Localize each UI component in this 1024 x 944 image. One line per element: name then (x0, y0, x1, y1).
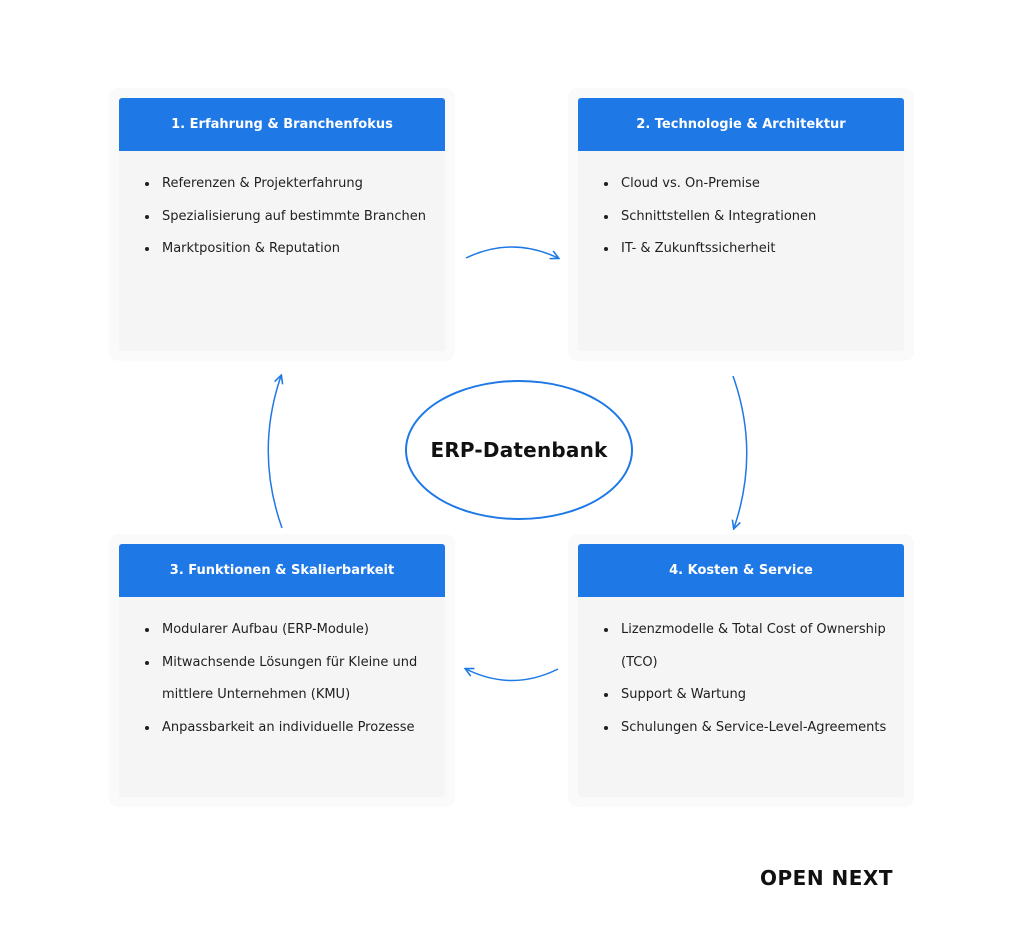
card-list: Lizenzmodelle & Total Cost of Ownership … (578, 597, 904, 744)
list-item: Spezialisierung auf bestimmte Branchen (145, 201, 431, 234)
center-node: ERP-Datenbank (405, 380, 633, 520)
card-costs: 4. Kosten & Service Lizenzmodelle & Tota… (578, 544, 904, 797)
list-item: IT- & Zukunftssicherheit (604, 233, 890, 266)
list-item: Mitwachsende Lösungen für Kleine und mit… (145, 647, 431, 712)
arrow-1-to-2 (465, 246, 558, 258)
card-list: Modularer Aufbau (ERP-Module) Mitwachsen… (119, 597, 445, 744)
list-item: Support & Wartung (604, 679, 890, 712)
arrow-3-to-1 (267, 376, 282, 529)
card-list: Cloud vs. On-Premise Schnittstellen & In… (578, 151, 904, 266)
arrow-2-to-4 (733, 375, 748, 528)
card-title: 2. Technologie & Architektur (578, 98, 904, 151)
center-title: ERP-Datenbank (430, 438, 608, 462)
list-item: Anpassbarkeit an individuelle Prozesse (145, 712, 431, 745)
card-functions: 3. Funktionen & Skalierbarkeit Modularer… (119, 544, 445, 797)
list-item: Marktposition & Reputation (145, 233, 431, 266)
card-technology: 2. Technologie & Architektur Cloud vs. O… (578, 98, 904, 351)
card-list: Referenzen & Projekterfahrung Spezialisi… (119, 151, 445, 266)
card-experience: 1. Erfahrung & Branchenfokus Referenzen … (119, 98, 445, 351)
card-title: 3. Funktionen & Skalierbarkeit (119, 544, 445, 597)
list-item: Modularer Aufbau (ERP-Module) (145, 614, 431, 647)
list-item: Schnittstellen & Integrationen (604, 201, 890, 234)
card-title: 4. Kosten & Service (578, 544, 904, 597)
list-item: Referenzen & Projekterfahrung (145, 168, 431, 201)
list-item: Schulungen & Service-Level-Agreements (604, 712, 890, 745)
brand-logo: OPEN NEXT (760, 866, 893, 890)
card-title: 1. Erfahrung & Branchenfokus (119, 98, 445, 151)
arrow-4-to-3 (466, 669, 559, 682)
list-item: Cloud vs. On-Premise (604, 168, 890, 201)
list-item: Lizenzmodelle & Total Cost of Ownership … (604, 614, 890, 679)
